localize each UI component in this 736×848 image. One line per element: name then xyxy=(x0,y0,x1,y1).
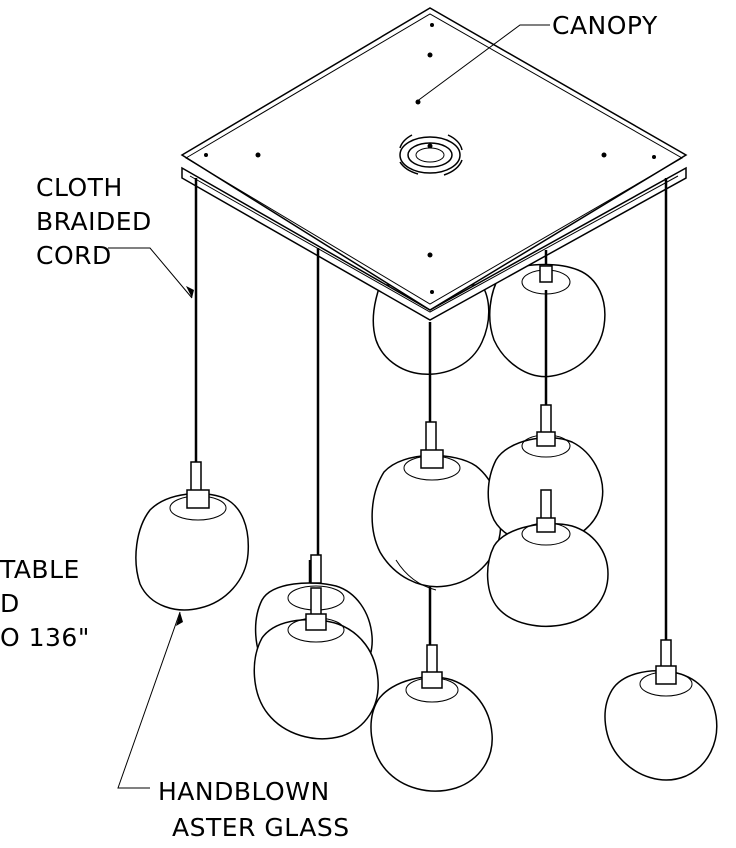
label-adjust-line2: D xyxy=(0,589,20,618)
pendant-right xyxy=(604,639,718,781)
label-glass-line1: HANDBLOWN xyxy=(158,777,330,806)
label-cord-line1: CLOTH xyxy=(36,173,123,202)
pendant-left xyxy=(135,461,250,611)
pendant-right-lower xyxy=(486,489,609,627)
callout-glass: HANDBLOWN ASTER GLASS xyxy=(117,611,350,842)
label-canopy: CANOPY xyxy=(552,11,658,40)
canopy xyxy=(180,7,688,321)
label-adjust-line1: TABLE xyxy=(0,555,80,584)
callout-adjustable: TABLE D O 136" xyxy=(0,555,90,652)
pendant-left-pair xyxy=(253,554,379,740)
pendant-bottom-center xyxy=(370,644,493,792)
back-globe-right xyxy=(489,263,606,378)
label-glass-line2: ASTER GLASS xyxy=(172,813,350,842)
label-cord-line2: BRAIDED xyxy=(36,207,152,236)
label-cord-line3: CORD xyxy=(36,241,112,270)
label-adjust-line3: O 136" xyxy=(0,623,90,652)
cords xyxy=(194,178,668,645)
callout-cord: CLOTH BRAIDED CORD xyxy=(36,173,194,299)
callout-canopy: CANOPY xyxy=(415,11,658,103)
pendant-center-upper xyxy=(371,421,502,591)
canopy-hub xyxy=(399,134,463,176)
